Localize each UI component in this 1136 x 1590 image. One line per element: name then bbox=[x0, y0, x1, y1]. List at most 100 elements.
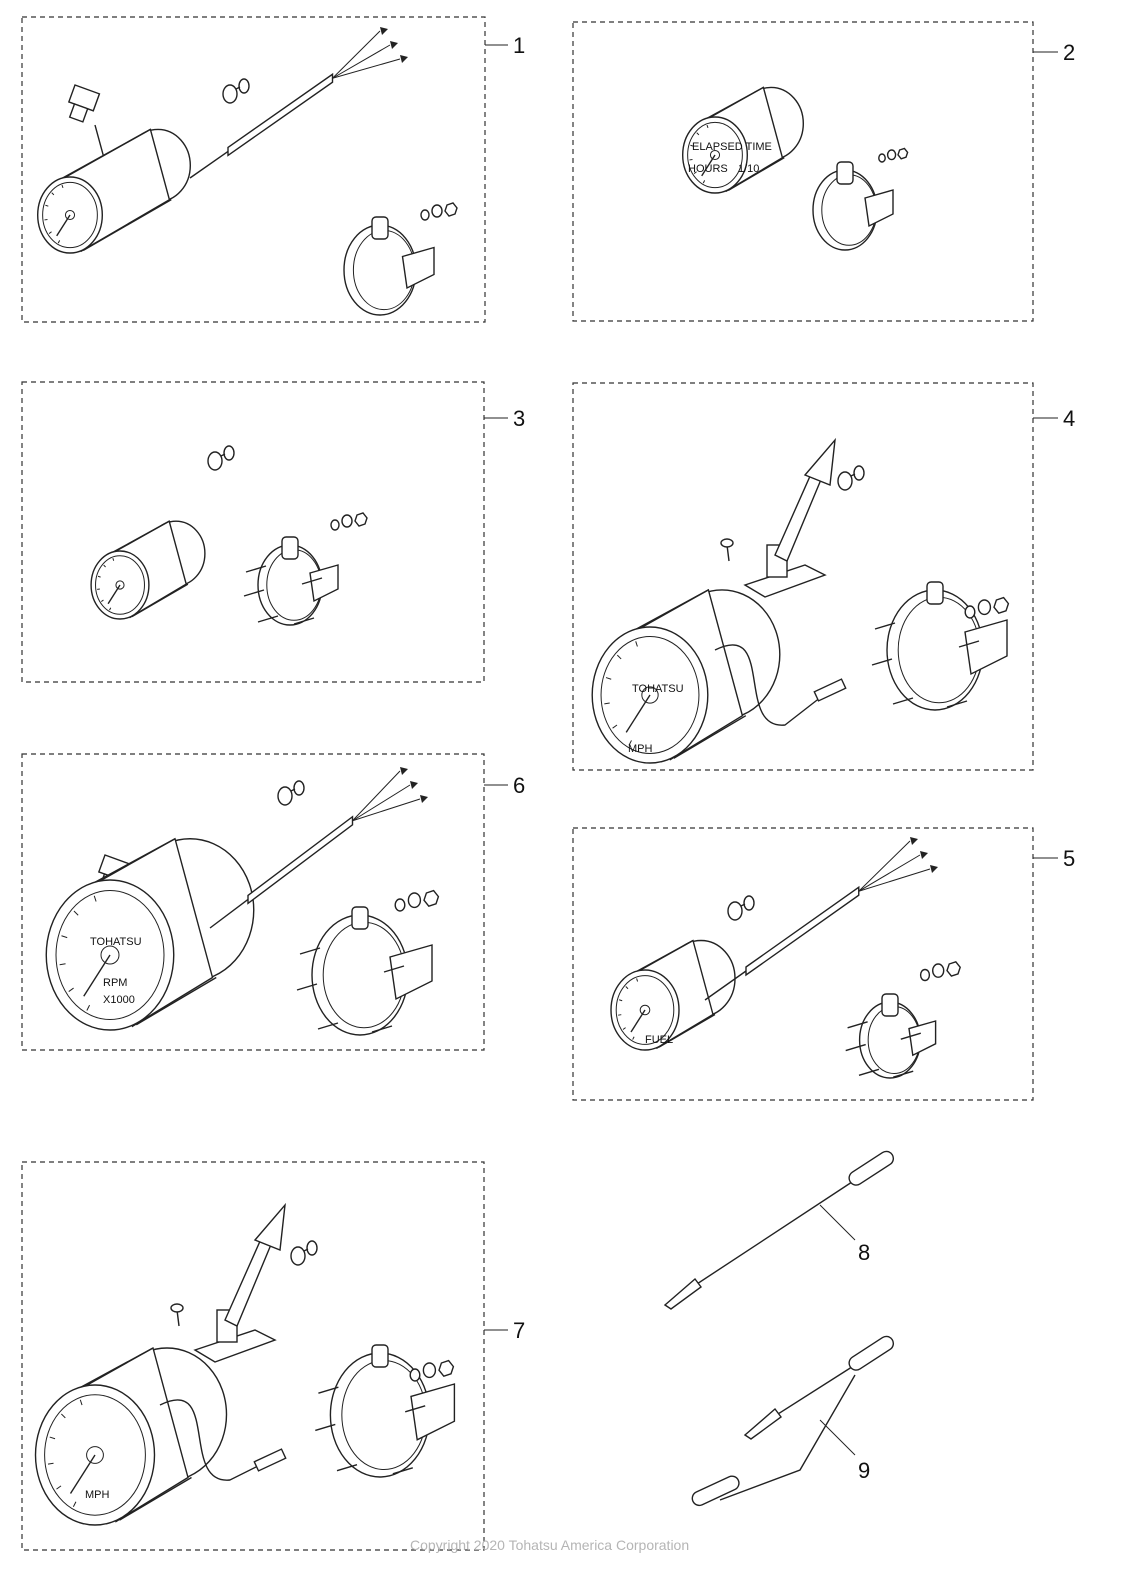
kit5-fuel-gauge-body-edge bbox=[658, 1013, 716, 1048]
kit7-bulb-socket bbox=[306, 1240, 318, 1256]
kit4-bulb-neck bbox=[850, 473, 856, 477]
part9-y-cable-branch bbox=[719, 1374, 856, 1501]
kit5-fuel-gauge-tick bbox=[636, 978, 639, 982]
kit3-bracket-stud bbox=[245, 565, 267, 573]
kit4-sender-screw-head bbox=[720, 538, 734, 548]
kit7-bracket-stud bbox=[336, 1464, 358, 1472]
kit6-tachometer-tick bbox=[86, 1004, 91, 1011]
kit5-harness-terminal bbox=[930, 865, 938, 873]
part8-extension-cable-end bbox=[848, 1150, 895, 1186]
kit1-harness-terminal bbox=[380, 27, 388, 35]
kit4-bracket-clamp bbox=[926, 581, 944, 605]
kit6-washer bbox=[394, 898, 406, 912]
kit6-harness-lead bbox=[352, 784, 411, 822]
kit3-trim-gauge-tick bbox=[101, 599, 104, 602]
kit5-harness-lead bbox=[858, 854, 921, 892]
kit5-fuel-gauge-needle bbox=[630, 1009, 646, 1033]
kit3-bulb bbox=[207, 451, 223, 471]
kit6-bulb-neck bbox=[290, 788, 296, 792]
kit5-bracket-stud bbox=[892, 1070, 914, 1078]
callout-9: 9 bbox=[858, 1458, 870, 1483]
kit4-speedometer-needle bbox=[625, 694, 651, 733]
kit1-bulb-neck bbox=[235, 86, 241, 90]
kit5-fuel-gauge-tick bbox=[622, 1027, 626, 1030]
kit7-speedometer-tick bbox=[47, 1462, 54, 1465]
kit5-fuel-gauge-face bbox=[615, 975, 675, 1045]
kit1-harness-terminal bbox=[390, 41, 398, 49]
kit2-hour-meter-tick bbox=[693, 171, 697, 174]
kit3-nut bbox=[354, 512, 368, 527]
kit7-bracket-stud bbox=[404, 1405, 426, 1413]
kit7-nut bbox=[438, 1359, 455, 1378]
kit1-harness-wire bbox=[189, 150, 229, 179]
kit6-bracket-stud bbox=[383, 965, 405, 973]
kit6-tachometer-tick bbox=[73, 910, 79, 916]
copyright-text: Copyright 2020 Tohatsu America Corporati… bbox=[410, 1537, 690, 1553]
kit5-fuel-gauge-tick bbox=[625, 986, 629, 990]
kit1-bracket-clamp bbox=[371, 216, 389, 240]
kit3-bulb-socket bbox=[223, 445, 235, 461]
kit7-speedometer-tick bbox=[72, 1501, 77, 1507]
kit1-bulb bbox=[222, 84, 238, 104]
kit2-hour-meter-face bbox=[687, 121, 743, 189]
kit1-harness-lead bbox=[332, 58, 401, 79]
kit1-temp-gauge-body-edge bbox=[62, 128, 151, 179]
kit7-speedometer-body-edge bbox=[119, 1476, 192, 1521]
callouts: 1 2 3 4 5 6 7 8 9 bbox=[484, 33, 1075, 1483]
kit4-bulb-socket bbox=[853, 465, 865, 481]
kit1-temp-gauge-needle bbox=[56, 214, 71, 237]
kit1-nut bbox=[444, 202, 458, 217]
kit7-bracket-stud bbox=[392, 1467, 414, 1475]
kit5-fuel-gauge-tick bbox=[618, 1014, 622, 1016]
kit-box-3 bbox=[21, 381, 485, 683]
kit6-bracket-clamp bbox=[351, 906, 369, 930]
kit1-temp-gauge-tick bbox=[45, 204, 49, 207]
kit5-bulb bbox=[727, 901, 743, 921]
kit4-washer bbox=[964, 605, 976, 619]
kit5-bracket-tab bbox=[908, 1020, 937, 1057]
kit3-trim-gauge-hub bbox=[115, 580, 125, 590]
kit2-hour-meter-tick bbox=[690, 144, 694, 147]
kit4-speedometer-tick bbox=[604, 702, 610, 705]
kit6-harness-terminal bbox=[410, 781, 418, 789]
kit5-fuel-gauge-tick bbox=[632, 1036, 635, 1040]
kit6-bracket-stud bbox=[317, 1022, 339, 1030]
tachometer-brand: TOHATSU bbox=[90, 936, 142, 948]
kit6-tachometer-needle bbox=[83, 954, 111, 997]
kit5-fuel-gauge-body-edge bbox=[636, 939, 694, 972]
kit7-bracket-stud bbox=[315, 1423, 336, 1432]
kit6-bracket-tab bbox=[389, 944, 433, 1001]
tachometer-unit: RPM bbox=[103, 977, 127, 989]
tachometer-scale: X1000 bbox=[103, 994, 135, 1006]
kit7-pickup-tube bbox=[159, 1399, 271, 1481]
kit7-lockwasher bbox=[422, 1362, 437, 1379]
kit6-harness-lead bbox=[352, 798, 421, 822]
kit-box-6 bbox=[21, 753, 485, 1051]
hour-meter-units: HOURS bbox=[688, 163, 728, 175]
kit6-tachometer-body-edge bbox=[135, 976, 217, 1026]
kit7-speedometer-tick bbox=[56, 1485, 62, 1490]
kit1-temp-gauge-body-edge bbox=[82, 199, 172, 251]
kit5-bracket-stud bbox=[900, 1032, 922, 1040]
kit6-harness-terminal bbox=[400, 767, 408, 775]
kit5-bulb-neck bbox=[740, 903, 746, 907]
kit3-lockwasher bbox=[341, 514, 353, 528]
kit5-fuel-gauge-tick bbox=[618, 999, 623, 1002]
kit1-temp-gauge-tick bbox=[61, 184, 64, 189]
kit7-washer bbox=[409, 1368, 421, 1382]
speedometer-brand: TOHATSU bbox=[632, 683, 684, 695]
kit7-sender-paddle bbox=[253, 1202, 286, 1251]
kit2-hour-meter-hub bbox=[709, 149, 721, 161]
kit1-temp-gauge-hub bbox=[64, 209, 76, 221]
part8-extension-cable-probe bbox=[663, 1277, 702, 1310]
kit6-tachometer-face bbox=[55, 890, 165, 1020]
kit6-tachometer-tick bbox=[59, 963, 66, 966]
part9-y-cable-branch-end bbox=[691, 1475, 740, 1507]
kit4-speedometer-tick bbox=[635, 641, 638, 647]
callout-1: 1 bbox=[513, 33, 525, 58]
kit4-bracket-stud bbox=[871, 658, 893, 666]
kit1-temp-gauge-tick bbox=[57, 240, 61, 244]
kit3-bracket-tab bbox=[309, 564, 339, 603]
kit6-bracket-stud bbox=[371, 1025, 393, 1033]
